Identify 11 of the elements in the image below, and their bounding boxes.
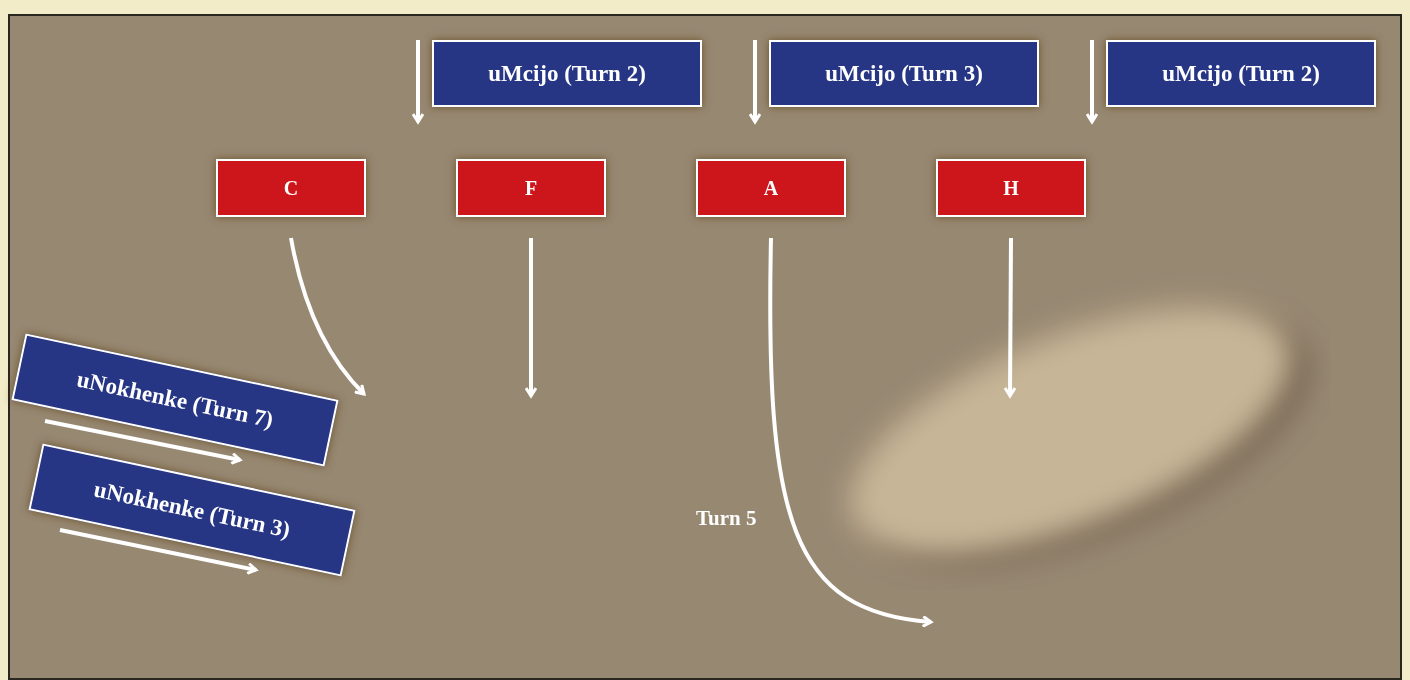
label-box: uMcijo (Turn 2) (432, 40, 702, 107)
arrow (289, 237, 366, 396)
arrow (768, 237, 933, 628)
letter-box: F (456, 159, 606, 217)
arrow (1003, 238, 1017, 398)
letter-box: C (216, 159, 366, 217)
label-box: uMcijo (Turn 2) (1106, 40, 1376, 107)
letter-box: A (696, 159, 846, 217)
arrow (524, 238, 538, 398)
label-box: uMcijo (Turn 3) (769, 40, 1039, 107)
letter-box: H (936, 159, 1086, 217)
